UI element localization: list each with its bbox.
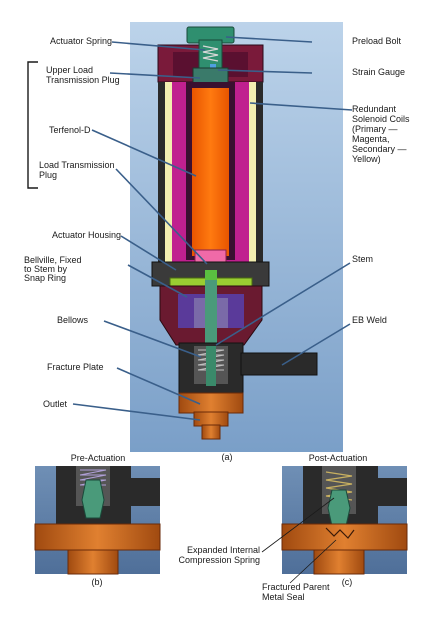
inset-c-fracture-plate xyxy=(281,523,408,551)
outlet-lower xyxy=(201,424,221,440)
label-upper-load-2: Transmission Plug xyxy=(46,75,120,85)
caption-c: (c) xyxy=(342,577,353,587)
actuator-cross-section xyxy=(151,26,318,440)
side-port xyxy=(240,352,318,376)
label-preload-bolt: Preload Bolt xyxy=(352,36,402,46)
upper-group-bracket xyxy=(27,61,38,189)
label-fracture-plate: Fracture Plate xyxy=(47,362,104,372)
leader-expanded-spring xyxy=(261,497,335,553)
label-fractured-seal-2: Metal Seal xyxy=(262,592,305,602)
label-expanded-spring-1: Expanded Internal xyxy=(187,545,260,555)
inset-c xyxy=(281,466,408,575)
label-bellville-2: to Stem by xyxy=(24,264,68,274)
inset-b-outlet xyxy=(67,549,119,575)
actuator-spring xyxy=(202,45,219,62)
label-load-trans-1: Load Transmission xyxy=(39,160,115,170)
label-actuator-spring: Actuator Spring xyxy=(50,36,112,46)
inset-c-fracture-crack xyxy=(325,527,355,539)
title-post-actuation: Post-Actuation xyxy=(309,453,368,463)
label-load-trans-2: Plug xyxy=(39,170,57,180)
title-pre-actuation: Pre-Actuation xyxy=(71,453,126,463)
label-coils-4: Magenta, xyxy=(352,134,390,144)
inset-b-port xyxy=(131,478,160,506)
label-actuator-housing: Actuator Housing xyxy=(52,230,121,240)
terfenol-rod xyxy=(192,88,229,256)
label-fractured-seal-1: Fractured Parent xyxy=(262,582,330,592)
label-stem: Stem xyxy=(352,254,373,264)
label-bellville-1: Bellville, Fixed xyxy=(24,255,82,265)
label-strain-gauge: Strain Gauge xyxy=(352,67,405,77)
inset-c-port xyxy=(378,478,407,506)
label-coils-1: Redundant xyxy=(352,104,397,114)
label-expanded-spring-2: Compression Spring xyxy=(178,555,260,565)
stem-lower xyxy=(206,346,216,386)
outlet-upper xyxy=(193,411,229,427)
label-coils-3: (Primary — xyxy=(352,124,398,134)
inset-b-bellows-folds xyxy=(79,469,107,486)
stem xyxy=(205,270,217,358)
leader-fractured-seal xyxy=(289,539,337,584)
label-upper-load-1: Upper Load xyxy=(46,65,93,75)
label-bellville-3: Snap Ring xyxy=(24,273,66,283)
label-coils-2: Solenoid Coils xyxy=(352,114,410,124)
label-coils-6: Yellow) xyxy=(352,154,381,164)
label-coils-5: Secondary — xyxy=(352,144,407,154)
stem-tip xyxy=(205,270,217,280)
label-terfenol: Terfenol-D xyxy=(49,125,91,135)
inset-b xyxy=(34,466,161,575)
label-bellows: Bellows xyxy=(57,315,89,325)
caption-a: (a) xyxy=(222,452,233,462)
inset-c-outlet xyxy=(313,549,365,575)
leader-lines xyxy=(72,36,353,421)
caption-b: (b) xyxy=(92,577,103,587)
fracture-plate xyxy=(178,392,244,414)
label-eb-weld: EB Weld xyxy=(352,315,387,325)
inset-c-stem xyxy=(327,489,351,527)
inset-b-stem xyxy=(81,479,105,519)
label-outlet: Outlet xyxy=(43,399,68,409)
inset-b-fracture-plate xyxy=(34,523,161,551)
